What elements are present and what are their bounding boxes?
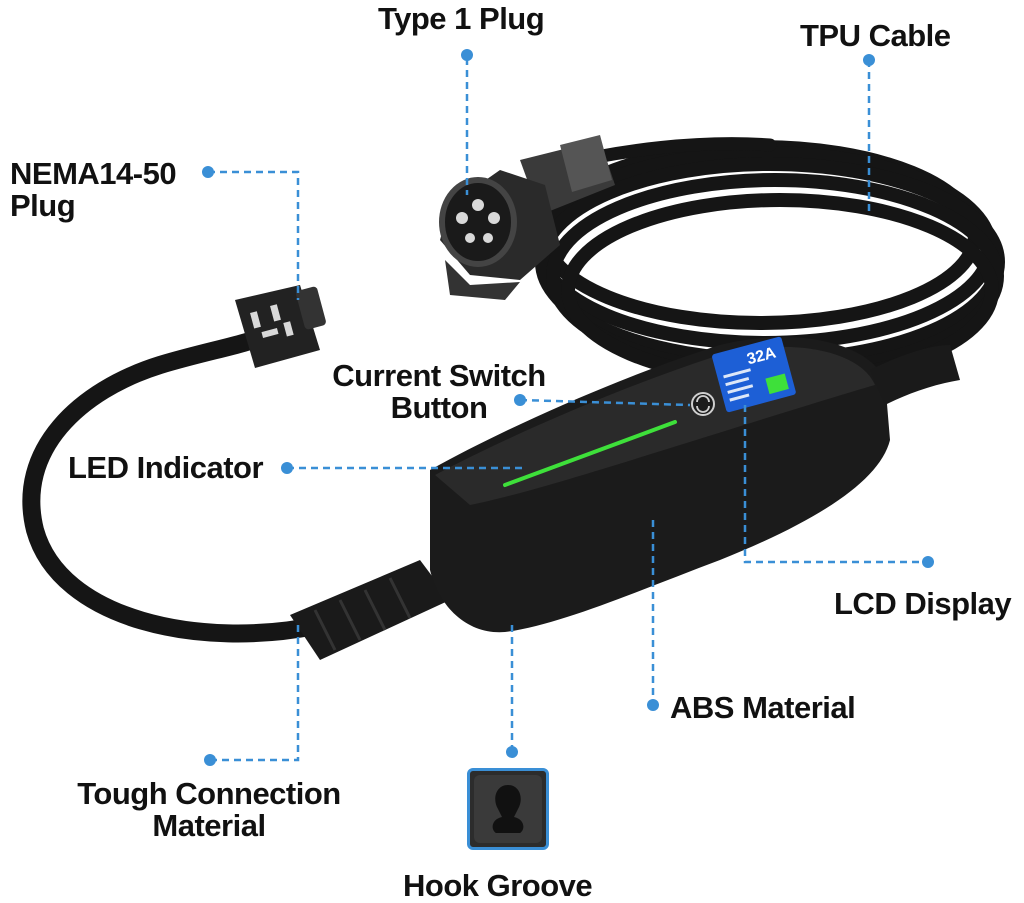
label-current-switch-line1: Current Switch <box>332 358 546 393</box>
lcd-display: 32A <box>712 336 796 413</box>
callout-current-switch <box>519 398 691 407</box>
label-tough-connection: Tough Connection Material <box>65 778 353 842</box>
type1-plug <box>439 135 615 300</box>
supply-cable <box>22 326 329 643</box>
current-switch-button[interactable] <box>691 392 715 416</box>
callout-dots <box>202 49 934 766</box>
callout-nema-plug <box>208 170 300 300</box>
label-current-switch: Current Switch Button <box>326 360 552 424</box>
label-hook-groove: Hook Groove <box>403 868 593 903</box>
led-indicator-strip <box>503 420 677 487</box>
callout-tough-connection <box>210 625 300 762</box>
hook-groove-thumbnail <box>467 768 549 850</box>
label-nema-plug-line2: Plug <box>10 188 76 223</box>
label-lcd-display: LCD Display <box>834 586 1012 621</box>
label-tough-connection-line2: Material <box>152 808 266 843</box>
label-current-switch-line2: Button <box>390 390 488 425</box>
label-led-indicator: LED Indicator <box>68 450 264 485</box>
callout-lines <box>208 58 928 762</box>
strain-relief <box>290 560 450 660</box>
callout-lcd-display <box>743 405 928 564</box>
label-nema-plug: NEMA14-50 Plug <box>10 156 177 223</box>
refresh-icon <box>696 395 710 413</box>
label-type1-plug: Type 1 Plug <box>378 1 545 36</box>
nema14-50-plug <box>235 285 326 368</box>
label-abs-material: ABS Material <box>670 690 856 725</box>
keyhole-icon <box>474 775 542 843</box>
label-tpu-cable: TPU Cable <box>800 18 951 53</box>
label-tough-connection-line1: Tough Connection <box>77 776 341 811</box>
label-nema-plug-line1: NEMA14-50 <box>10 156 177 191</box>
